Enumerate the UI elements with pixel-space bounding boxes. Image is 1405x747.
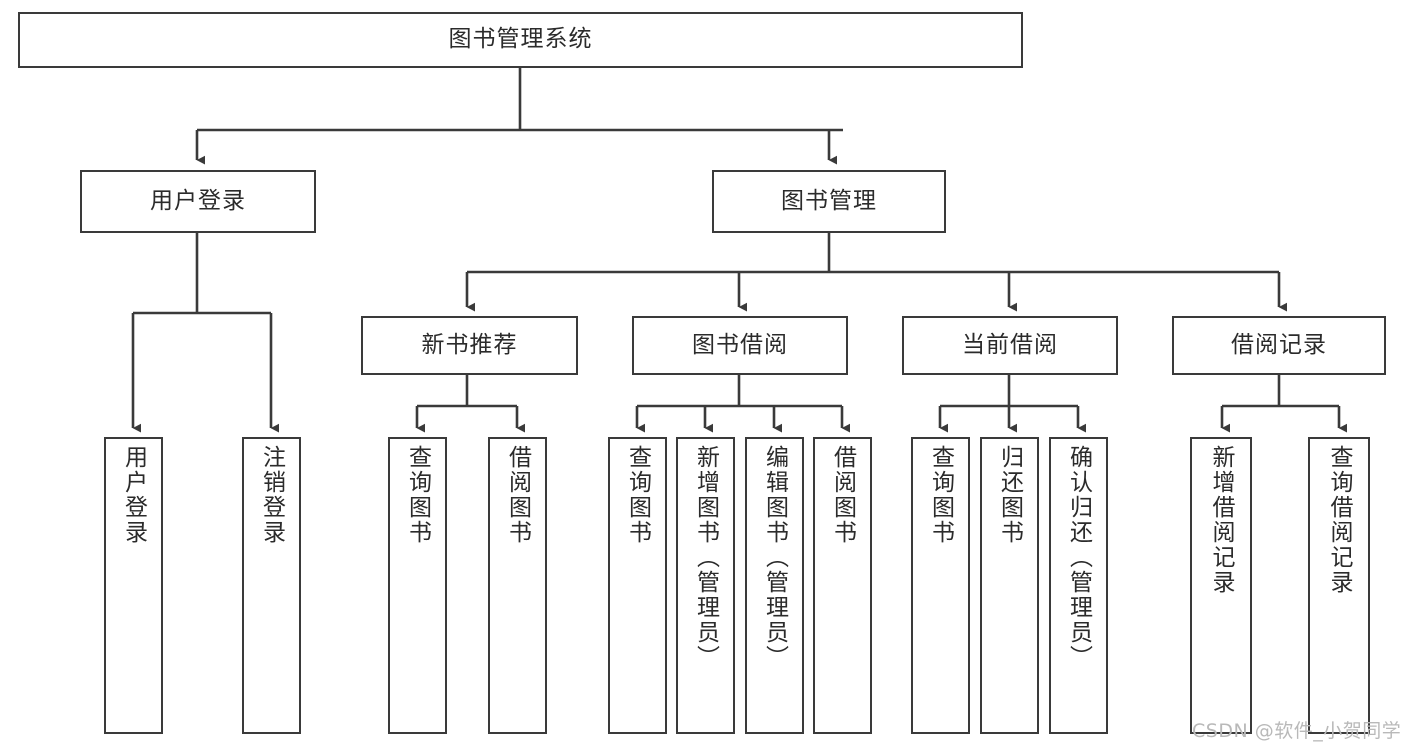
node-book-management[interactable]: 图书管理 — [712, 170, 946, 233]
edge-group-root — [195, 68, 843, 165]
leaf-book-borrow-add-book[interactable]: 新增图书（管理员） — [676, 437, 735, 734]
node-label: 查询图书 — [624, 445, 651, 545]
edge-group-book-borrow — [635, 375, 850, 433]
node-label: 图书管理 — [781, 187, 877, 214]
node-user-login[interactable]: 用户登录 — [80, 170, 316, 233]
node-label: 编辑图书（管理员） — [761, 445, 788, 670]
leaf-book-borrow-borrow-book[interactable]: 借阅图书 — [813, 437, 872, 734]
edge-group-new-book — [415, 375, 525, 433]
node-label: 借阅图书 — [829, 445, 856, 545]
node-root-book-management-system[interactable]: 图书管理系统 — [18, 12, 1023, 68]
leaf-user-login-logout[interactable]: 注销登录 — [242, 437, 301, 734]
node-label: 当前借阅 — [962, 331, 1058, 358]
node-borrow-record[interactable]: 借阅记录 — [1172, 316, 1386, 375]
node-label: 借阅记录 — [1231, 331, 1327, 358]
node-label: 新增借阅记录 — [1208, 445, 1235, 595]
leaf-current-borrow-confirm-return[interactable]: 确认归还（管理员） — [1049, 437, 1108, 734]
leaf-borrow-record-query-record[interactable]: 查询借阅记录 — [1308, 437, 1370, 734]
csdn-watermark: CSDN @软件_小贺同学 — [1192, 720, 1402, 742]
leaf-borrow-record-add-record[interactable]: 新增借阅记录 — [1190, 437, 1252, 734]
leaf-current-borrow-query-book[interactable]: 查询图书 — [911, 437, 970, 734]
node-label: 确认归还（管理员） — [1065, 445, 1092, 670]
edge-group-user-login — [131, 233, 279, 433]
node-book-borrow[interactable]: 图书借阅 — [632, 316, 848, 375]
leaf-new-book-borrow-book[interactable]: 借阅图书 — [488, 437, 547, 734]
node-new-book-recommend[interactable]: 新书推荐 — [361, 316, 578, 375]
node-label: 用户登录 — [150, 187, 246, 214]
leaf-user-login-login[interactable]: 用户登录 — [104, 437, 163, 734]
node-label: 新书推荐 — [421, 331, 518, 358]
node-label: 图书借阅 — [692, 331, 788, 358]
leaf-new-book-query-book[interactable]: 查询图书 — [388, 437, 447, 734]
leaf-book-borrow-query-book[interactable]: 查询图书 — [608, 437, 667, 734]
node-label: 查询图书 — [927, 445, 954, 545]
edge-group-book-management — [465, 233, 1287, 312]
node-label: 归还图书 — [996, 445, 1023, 545]
node-label: 查询图书 — [404, 445, 431, 545]
node-label: 图书管理系统 — [448, 26, 593, 53]
leaf-book-borrow-edit-book[interactable]: 编辑图书（管理员） — [745, 437, 804, 734]
node-label: 用户登录 — [120, 445, 147, 545]
node-label: 新增图书（管理员） — [692, 445, 719, 670]
leaf-current-borrow-return-book[interactable]: 归还图书 — [980, 437, 1039, 734]
node-label: 借阅图书 — [504, 445, 531, 545]
node-current-borrow[interactable]: 当前借阅 — [902, 316, 1118, 375]
node-label: 查询借阅记录 — [1326, 445, 1353, 595]
node-label: 注销登录 — [258, 445, 285, 545]
edge-group-current-borrow — [938, 375, 1086, 433]
edge-group-borrow-record — [1220, 375, 1347, 433]
